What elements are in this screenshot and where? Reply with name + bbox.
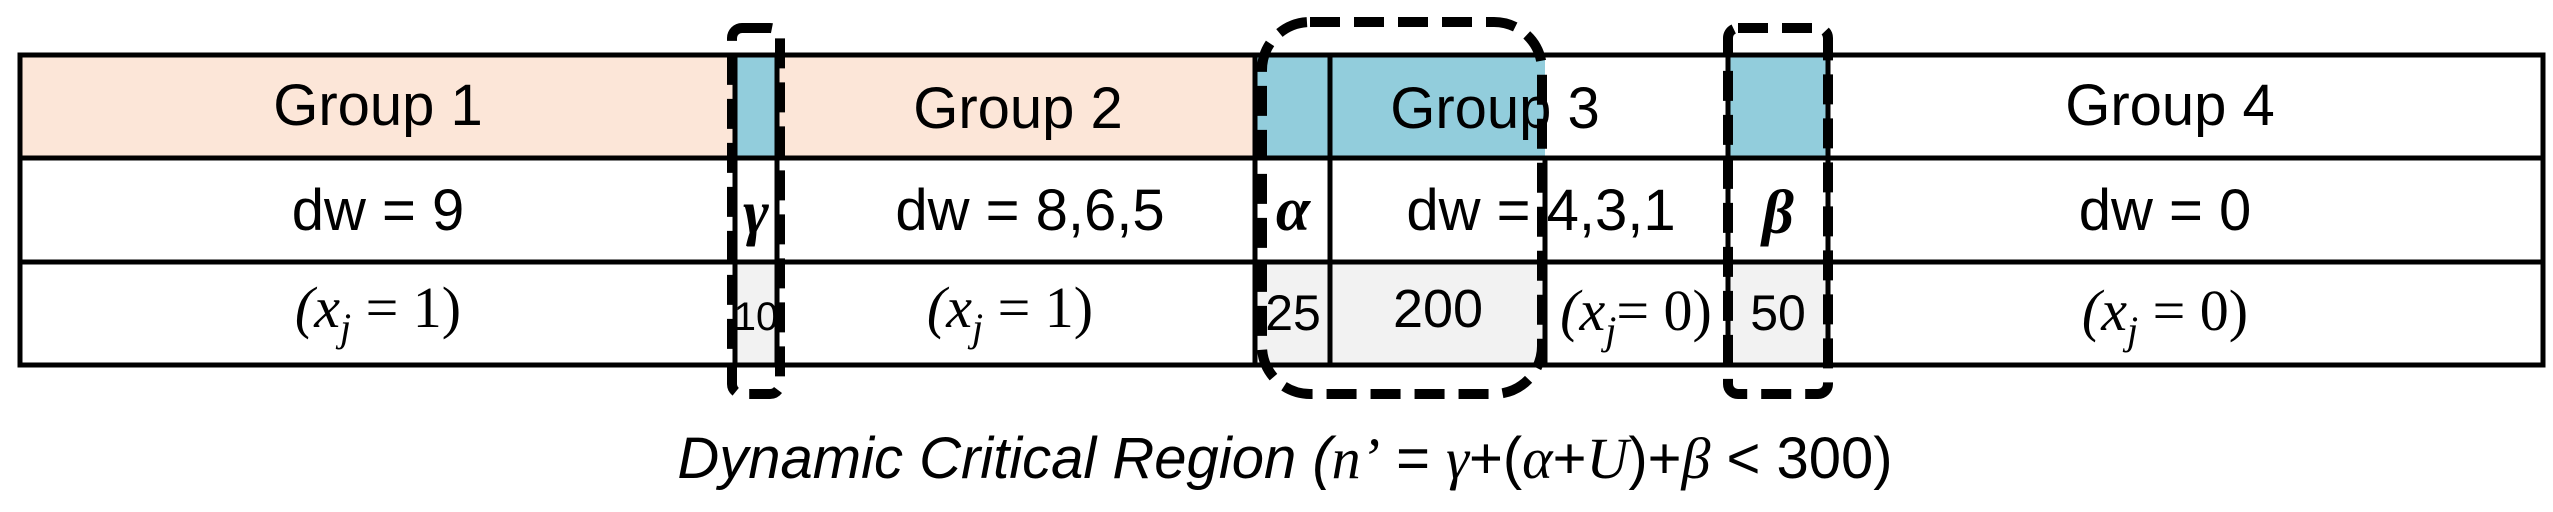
beta-dashed-box	[1723, 23, 1833, 399]
beta-header-cell	[1728, 55, 1828, 158]
gamma-value-cell	[735, 262, 777, 365]
gamma-symbol: γ	[743, 179, 769, 247]
group-3-dw: dw = 4,3,1	[1406, 178, 1675, 243]
critical-dashed-box	[1257, 17, 1547, 399]
gamma-dashed-box	[727, 23, 785, 399]
group-3-xj: (xj= 0)	[1560, 278, 1712, 353]
group-1-xj-val: = 1)	[351, 275, 461, 340]
group-2-xj: (xj = 1)	[927, 275, 1093, 350]
group-3-label: Group 3	[1390, 76, 1600, 141]
group-4-dw: dw = 0	[2079, 178, 2252, 243]
dashed-boundaries	[727, 17, 1833, 399]
group-3-xj-val: = 0)	[1616, 278, 1712, 343]
beta-value: 50	[1750, 285, 1806, 341]
caption: Dynamic Critical Region (n’ = γ+(α+U)+β …	[677, 426, 1892, 491]
group-1-xj: (xj = 1)	[295, 275, 461, 350]
beta-value-cell	[1728, 262, 1828, 365]
beta-symbol: β	[1760, 179, 1794, 247]
group-4-label: Group 4	[2065, 73, 2275, 138]
alpha-symbol: α	[1276, 176, 1312, 244]
group-3-extra-cell	[1330, 262, 1545, 365]
caption-suffix: < 300)	[1710, 426, 1892, 491]
group-2-xj-sub: j	[967, 305, 983, 350]
caption-close: )+	[1628, 426, 1681, 491]
group-4-header-cell	[1828, 55, 2543, 158]
gamma-value: 10	[734, 295, 779, 339]
group-2-label: Group 2	[913, 76, 1123, 141]
group-1-xj-sub: j	[335, 305, 351, 350]
group-3-header-cell	[1545, 55, 1728, 158]
group-1-dw: dw = 9	[292, 178, 465, 243]
group-1-header-cell	[20, 55, 735, 158]
group-1-label: Group 1	[273, 73, 483, 138]
caption-equals: =	[1380, 426, 1446, 491]
group-2-xj-val: = 1)	[983, 275, 1093, 340]
group-2-xj-x: (x	[927, 275, 972, 340]
alpha-value-cell	[1255, 262, 1330, 365]
group-4-xj-sub: j	[2122, 308, 2138, 353]
group-4-xj-val: = 0)	[2138, 278, 2248, 343]
group-2-dw: dw = 8,6,5	[895, 178, 1164, 243]
caption-u: U	[1586, 426, 1632, 491]
group-3-xj-x: (x	[1560, 278, 1605, 343]
caption-plus1: +(	[1469, 426, 1522, 491]
alpha-value: 25	[1265, 285, 1321, 341]
caption-beta: β	[1681, 426, 1711, 491]
caption-gamma: γ	[1446, 426, 1471, 491]
group-2-header-cell	[777, 55, 1255, 158]
caption-plus2: +	[1553, 426, 1587, 491]
group-3-xj-sub: j	[1600, 308, 1616, 353]
gamma-header-cell	[735, 55, 777, 158]
caption-n: n’	[1332, 426, 1380, 491]
caption-alpha: α	[1522, 426, 1554, 491]
group-1-xj-x: (x	[295, 275, 340, 340]
group-4-xj-x: (x	[2082, 278, 2127, 343]
alpha-header-cell	[1255, 55, 1545, 158]
group-4-xj: (xj = 0)	[2082, 278, 2248, 353]
group-3-extra-value: 200	[1393, 279, 1483, 339]
caption-prefix: Dynamic Critical Region (	[677, 426, 1337, 491]
